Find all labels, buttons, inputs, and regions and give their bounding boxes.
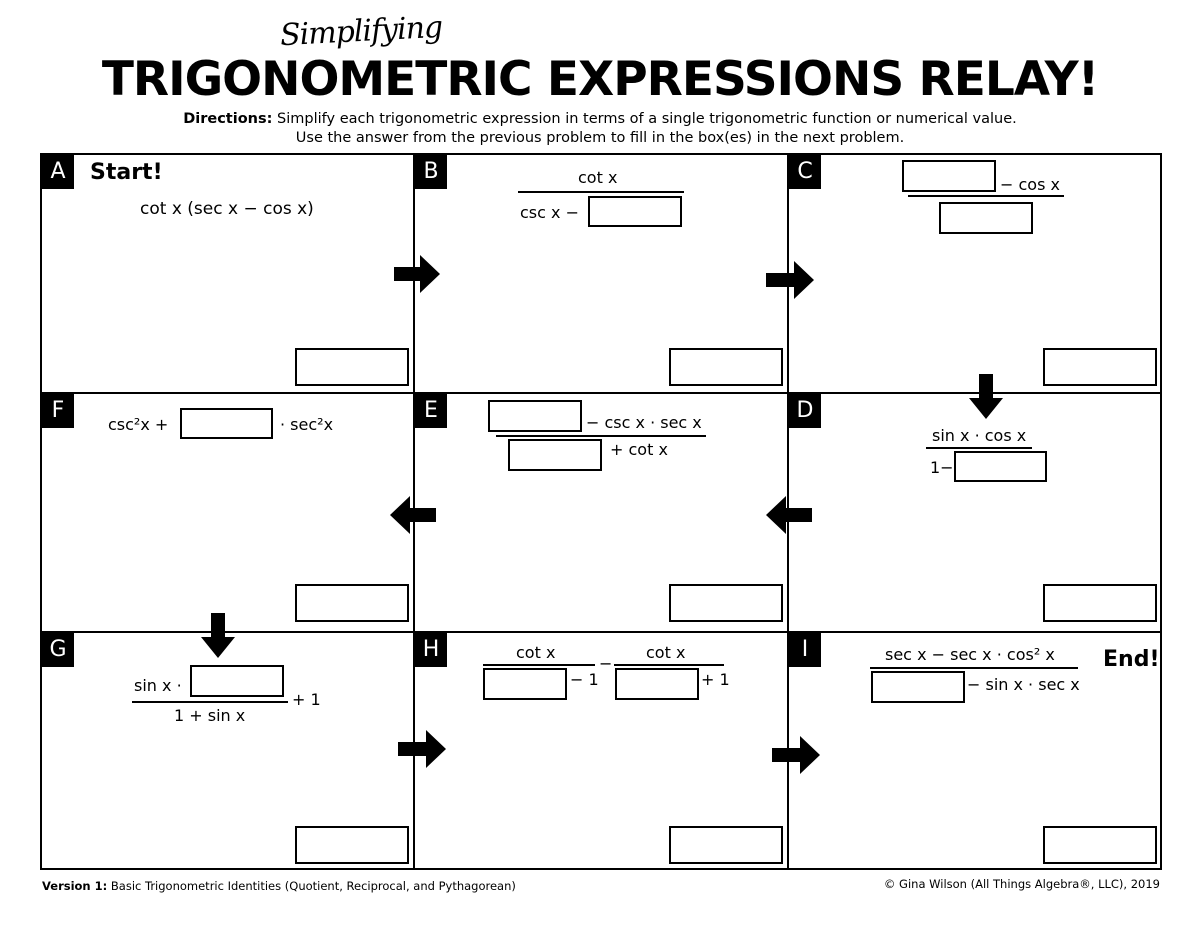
cell-letter-h: H [415, 633, 447, 667]
cell-letter-i: I [789, 633, 821, 667]
arrow-down-icon [201, 613, 235, 658]
directions-line-1: Directions: Simplify each trigonometric … [0, 110, 1200, 129]
arrow-right-icon [766, 261, 814, 299]
arrow-right-icon [394, 255, 440, 293]
start-label: Start! [90, 160, 163, 185]
fraction-bar [496, 435, 706, 437]
cell-letter-c: C [789, 155, 821, 189]
answer-box-c[interactable] [1043, 348, 1157, 386]
blank-box-f[interactable] [180, 408, 273, 439]
fraction-bar [614, 664, 724, 666]
denominator-h-1: − 1 [570, 670, 599, 689]
cell-letter-e: E [415, 394, 447, 428]
blank-box-e-bottom[interactable] [508, 439, 602, 471]
cell-letter-d: D [789, 394, 821, 428]
blank-box-h-2[interactable] [615, 668, 699, 700]
blank-box-h-1[interactable] [483, 668, 567, 700]
cell-letter-b: B [415, 155, 447, 189]
arrow-left-icon [390, 496, 436, 534]
numerator-d: sin x · cos x [932, 426, 1027, 445]
denominator-e: + cot x [610, 440, 668, 459]
denominator-g: 1 + sin x [174, 706, 246, 725]
page-title: TRIGONOMETRIC EXPRESSIONS RELAY! [101, 52, 1099, 107]
cell-letter-a: A [42, 155, 74, 189]
fraction-bar [132, 701, 288, 703]
cell-letter-f: F [42, 394, 74, 428]
answer-box-b[interactable] [669, 348, 783, 386]
answer-box-f[interactable] [295, 584, 409, 622]
end-label: End! [1103, 647, 1160, 672]
operator-h: − [599, 654, 613, 673]
denominator-h-2: + 1 [701, 670, 730, 689]
blank-box-g[interactable] [190, 665, 284, 697]
prefix-f: csc²x + [108, 415, 169, 434]
version-note: Version 1: Basic Trigonometric Identitie… [42, 879, 516, 893]
expression-a: cot x (sec x − cos x) [140, 199, 314, 219]
cell-letter-g: G [42, 633, 74, 667]
answer-box-e[interactable] [669, 584, 783, 622]
arrow-right-icon [772, 736, 820, 774]
answer-box-a[interactable] [295, 348, 409, 386]
fraction-bar [518, 191, 684, 193]
denominator-d: 1− [930, 458, 954, 477]
blank-box-e-top[interactable] [488, 400, 582, 432]
fraction-bar [483, 664, 595, 666]
fraction-bar [908, 195, 1064, 197]
blank-box-d[interactable] [954, 451, 1047, 482]
numerator-h-2: cot x [646, 643, 686, 662]
suffix-g: + 1 [292, 690, 321, 709]
answer-box-d[interactable] [1043, 584, 1157, 622]
answer-box-g[interactable] [295, 826, 409, 864]
numerator-e: − csc x · sec x [586, 413, 702, 432]
arrow-down-icon [969, 374, 1003, 419]
arrow-right-icon [398, 730, 446, 768]
arrow-left-icon [766, 496, 812, 534]
directions-line-2: Use the answer from the previous problem… [295, 130, 905, 146]
numerator-b: cot x [578, 168, 618, 187]
denominator-i: − sin x · sec x [967, 675, 1080, 694]
answer-box-h[interactable] [669, 826, 783, 864]
blank-box-b[interactable] [588, 196, 682, 227]
grid-divider [40, 631, 1162, 633]
suffix-f: · sec²x [280, 415, 334, 434]
denominator-b: csc x − [520, 203, 579, 222]
blank-box-c-top[interactable] [902, 160, 996, 192]
copyright: © Gina Wilson (All Things Algebra®, LLC)… [883, 877, 1160, 891]
fraction-bar [870, 667, 1078, 669]
grid-divider [40, 392, 1162, 394]
relay-grid [40, 153, 1162, 870]
answer-box-i[interactable] [1043, 826, 1157, 864]
blank-box-i[interactable] [871, 671, 965, 703]
numerator-i: sec x − sec x · cos² x [885, 645, 1055, 664]
numerator-h-1: cot x [516, 643, 556, 662]
directions-text-1: Simplify each trigonometric expression i… [277, 111, 1017, 127]
version-text: Basic Trigonometric Identities (Quotient… [110, 879, 516, 893]
numerator-c: − cos x [1000, 175, 1060, 194]
version-label: Version 1: [42, 879, 108, 893]
fraction-bar [926, 447, 1032, 449]
subtitle: Simplifying [279, 9, 443, 54]
blank-box-c-bottom[interactable] [939, 202, 1033, 234]
numerator-g: sin x · [134, 676, 182, 695]
directions-label: Directions: [183, 111, 273, 127]
